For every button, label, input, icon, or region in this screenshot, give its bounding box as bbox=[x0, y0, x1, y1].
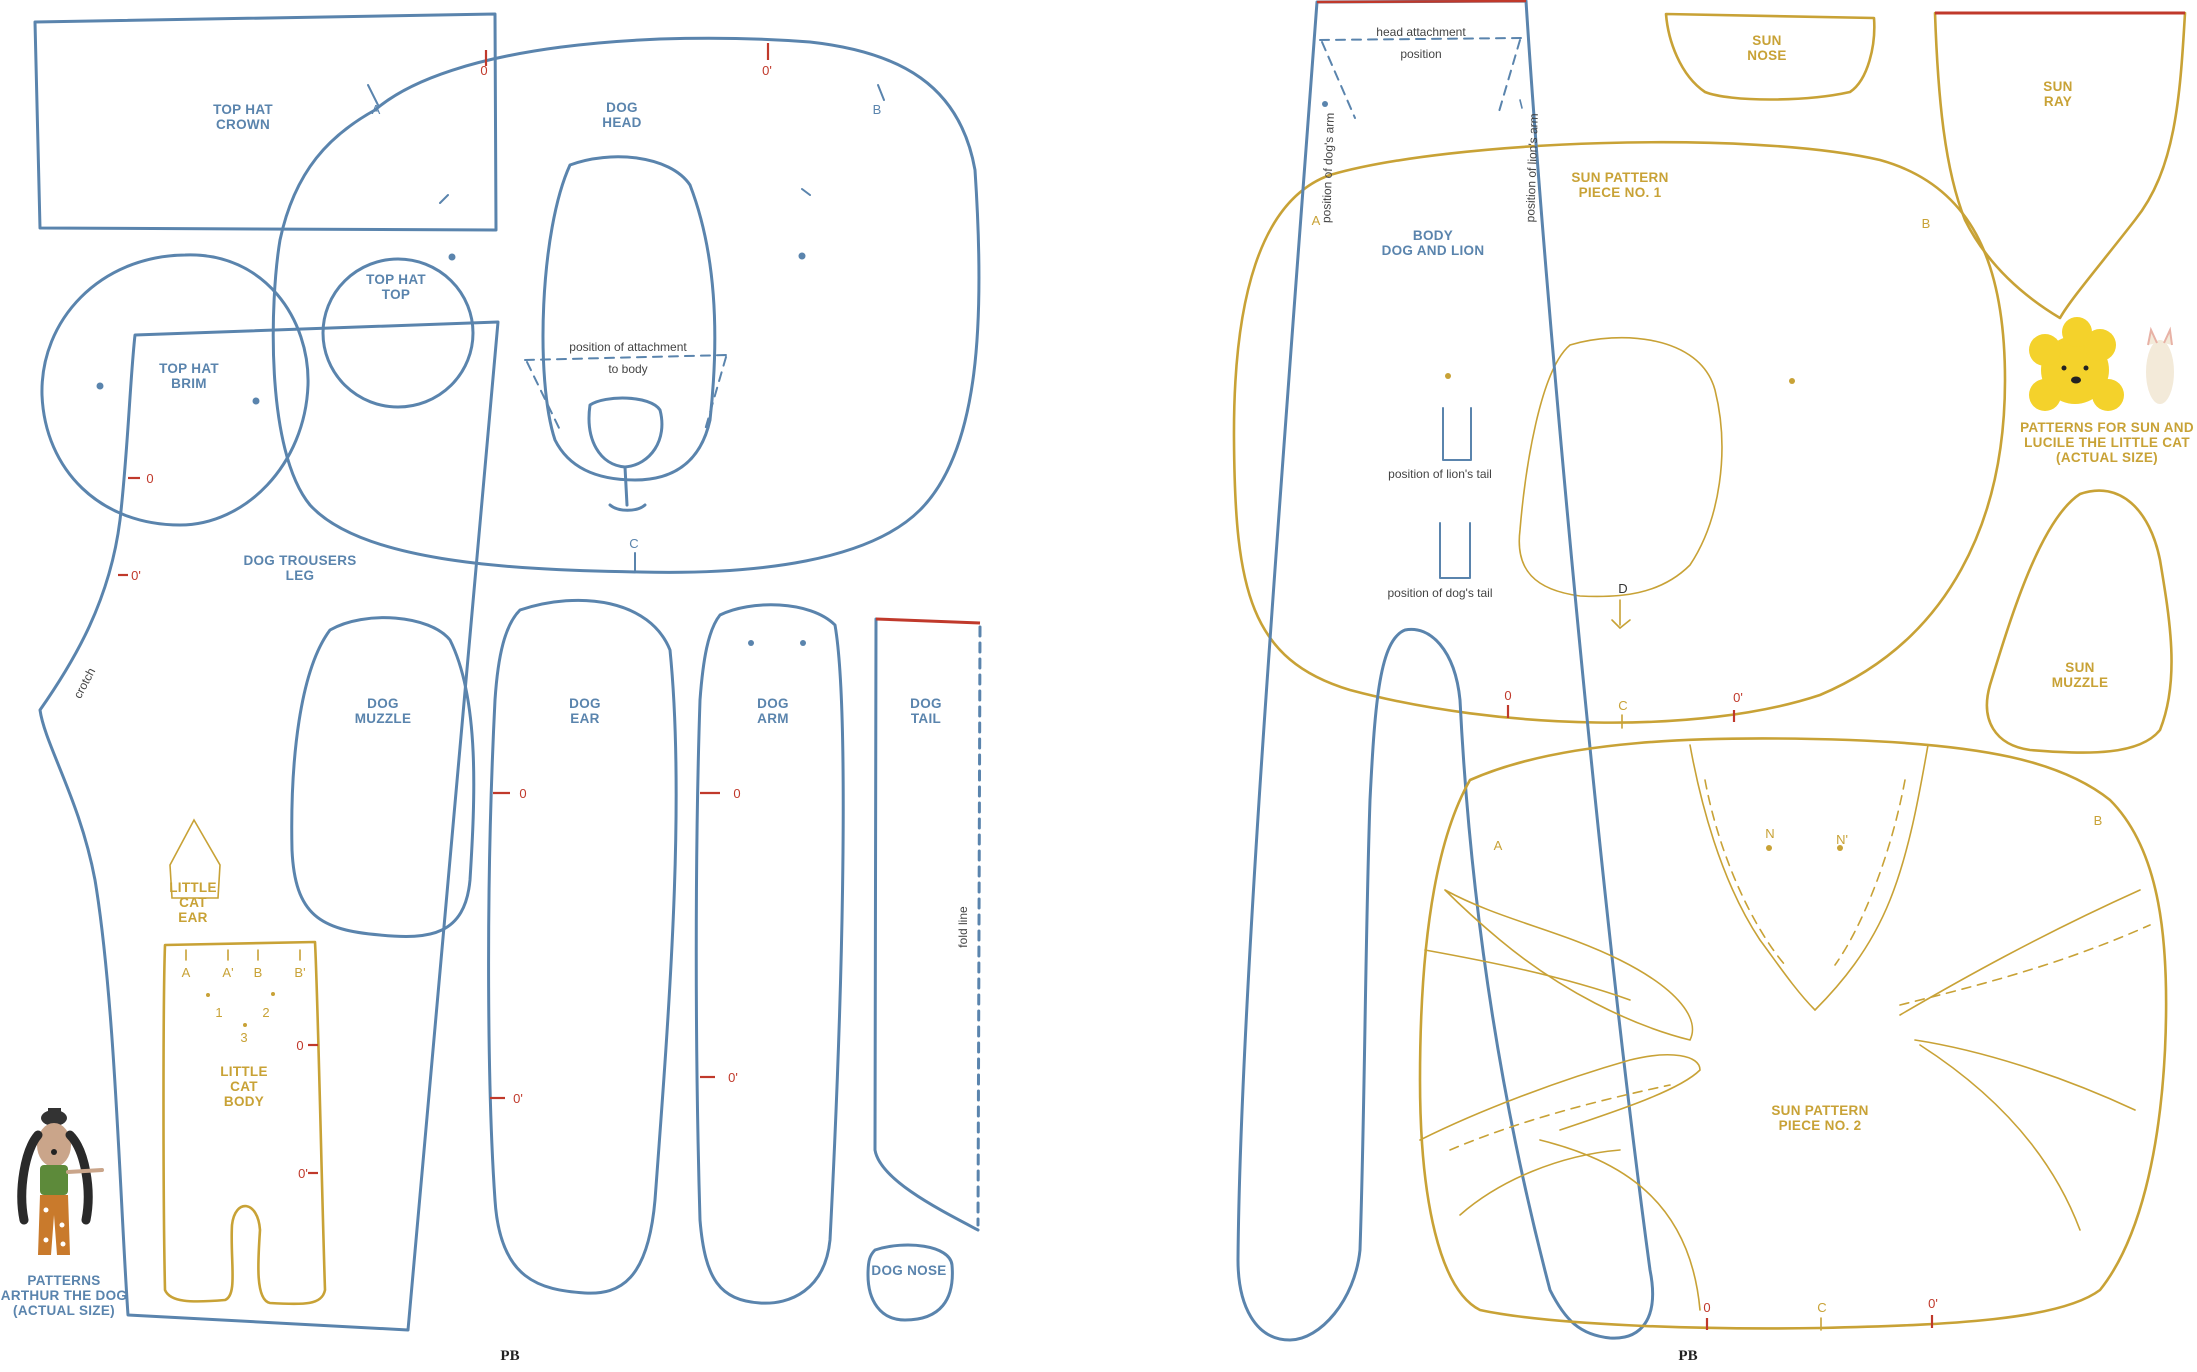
svg-text:B: B bbox=[873, 102, 882, 117]
svg-text:A: A bbox=[182, 965, 191, 980]
top-hat-top-outline bbox=[321, 257, 475, 409]
right-notch-ticks bbox=[1506, 705, 1934, 1331]
dog-head-outline bbox=[271, 36, 981, 574]
svg-text:B: B bbox=[254, 965, 263, 980]
dog-muzzle-on-head bbox=[541, 155, 717, 482]
svg-text:N': N' bbox=[1836, 832, 1848, 847]
dog-ear-outline bbox=[487, 598, 678, 1295]
lions-tail-label: position of lion's tail bbox=[1388, 467, 1492, 481]
arthur-dog-illustration bbox=[17, 1108, 104, 1255]
svg-text:0': 0' bbox=[513, 1091, 523, 1106]
dog-arm-outline bbox=[694, 603, 845, 1305]
left-notch-ticks bbox=[118, 43, 770, 1175]
svg-text:0: 0 bbox=[519, 786, 526, 801]
top-hat-brim-outline bbox=[40, 253, 310, 527]
right-folio: PB bbox=[1678, 1348, 1697, 1364]
dog-nose-on-head bbox=[587, 396, 664, 469]
dog-mouth-line bbox=[608, 465, 647, 512]
dog-nose-outline bbox=[866, 1243, 954, 1322]
svg-text:1: 1 bbox=[215, 1005, 222, 1020]
dog-muzzle-outline bbox=[290, 616, 476, 938]
svg-text:C: C bbox=[629, 536, 638, 551]
svg-text:0: 0 bbox=[146, 471, 153, 486]
sun-cat-illustration bbox=[2029, 317, 2174, 411]
dog-nose-label: DOG NOSE bbox=[871, 1263, 946, 1278]
svg-text:B': B' bbox=[294, 965, 305, 980]
svg-text:0': 0' bbox=[728, 1070, 738, 1085]
svg-text:D: D bbox=[1618, 581, 1627, 596]
svg-text:2: 2 bbox=[262, 1005, 269, 1020]
head-attachment-dashed bbox=[1319, 37, 1523, 119]
fold-line-label: fold line bbox=[956, 906, 970, 948]
svg-text:0: 0 bbox=[1703, 1300, 1710, 1315]
body-dog-lion-outline bbox=[1236, 0, 1655, 1342]
svg-text:0': 0' bbox=[1733, 690, 1743, 705]
svg-text:A: A bbox=[1312, 213, 1321, 228]
little-cat-ear-outline bbox=[169, 818, 221, 899]
dog-trousers-leg-outline bbox=[38, 320, 500, 1332]
svg-text:A: A bbox=[372, 102, 381, 117]
lions-arm-label: position of lion's arm bbox=[1523, 113, 1541, 222]
svg-text:0: 0 bbox=[480, 63, 487, 78]
sun-muzzle-outline bbox=[1985, 489, 2173, 754]
svg-text:A': A' bbox=[222, 965, 233, 980]
svg-text:0': 0' bbox=[762, 63, 772, 78]
fold-line bbox=[976, 625, 982, 1227]
dogs-tail-label: position of dog's tail bbox=[1387, 586, 1492, 600]
attachment-dashed-line bbox=[524, 354, 729, 431]
left-folio: PB bbox=[500, 1348, 519, 1364]
svg-text:0': 0' bbox=[131, 568, 141, 583]
svg-text:0': 0' bbox=[1928, 1296, 1938, 1311]
dog-tail-outline bbox=[873, 617, 980, 1232]
svg-text:0': 0' bbox=[298, 1166, 308, 1181]
sun-ray-outline bbox=[1933, 11, 2187, 320]
svg-text:3: 3 bbox=[240, 1030, 247, 1045]
svg-text:C: C bbox=[1817, 1300, 1826, 1315]
sun-nose-outline bbox=[1664, 12, 1876, 101]
svg-text:0: 0 bbox=[296, 1038, 303, 1053]
little-cat-body-outline bbox=[162, 940, 327, 1306]
sun-piece-1-outline bbox=[1232, 140, 2007, 724]
dogs-arm-label: position of dog's arm bbox=[1319, 112, 1337, 223]
svg-text:C: C bbox=[1618, 698, 1627, 713]
sun-piece-1-nose bbox=[1518, 336, 1723, 598]
top-hat-crown-outline bbox=[33, 12, 498, 232]
sun-piece-2-outline bbox=[1418, 737, 2168, 1330]
svg-text:N: N bbox=[1765, 826, 1774, 841]
svg-text:0: 0 bbox=[1504, 688, 1511, 703]
svg-text:0: 0 bbox=[733, 786, 740, 801]
svg-text:B: B bbox=[1922, 216, 1931, 231]
svg-text:A: A bbox=[1494, 838, 1503, 853]
svg-text:B: B bbox=[2094, 813, 2103, 828]
crotch-label: crotch bbox=[71, 665, 99, 700]
